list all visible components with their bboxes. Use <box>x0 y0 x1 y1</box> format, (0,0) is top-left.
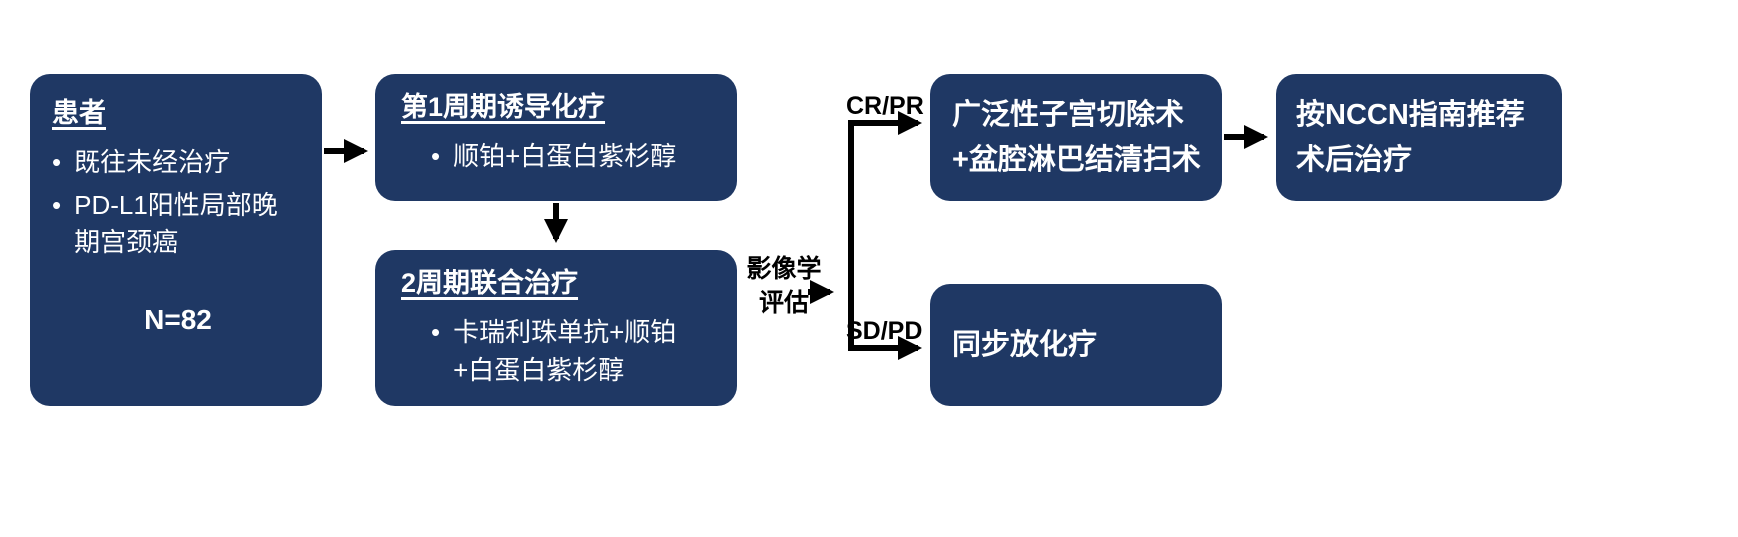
induction-chemo-regimen: 顺铂+白蛋白紫杉醇 <box>401 138 719 176</box>
combination-therapy-regimen-text: 卡瑞利珠单抗+顺铂+白蛋白紫杉醇 <box>453 317 677 385</box>
cr-pr-branch-label: CR/PR <box>846 92 924 120</box>
surgery-box: 广泛性子宫切除术+盆腔淋巴结清扫术 <box>930 74 1222 201</box>
imaging-assessment-label: 影像学评估 <box>746 255 822 317</box>
induction-chemo-regimen-text: 顺铂+白蛋白紫杉醇 <box>453 141 677 172</box>
ccrt-box: 同步放化疗 <box>930 284 1222 406</box>
induction-chemo-title: 第1周期诱导化疗 <box>401 92 606 122</box>
induction-chemo-box: 第1周期诱导化疗 顺铂+白蛋白紫杉醇 <box>375 74 737 201</box>
ccrt-box-text: 同步放化疗 <box>952 328 1098 361</box>
combination-therapy-title: 2周期联合治疗 <box>401 268 579 298</box>
surgery-box-text: 广泛性子宫切除术+盆腔淋巴结清扫术 <box>952 98 1201 176</box>
arrow-branch-cr-pr <box>848 111 922 292</box>
nccn-postop-box-text: 按NCCN指南推荐术后治疗 <box>1296 98 1525 176</box>
combination-therapy-box: 2周期联合治疗 卡瑞利珠单抗+顺铂+白蛋白紫杉醇 <box>375 250 737 406</box>
combination-therapy-regimen: 卡瑞利珠单抗+顺铂+白蛋白紫杉醇 <box>401 314 719 389</box>
patients-sample-size: N=82 <box>144 304 212 336</box>
patients-box-title: 患者 <box>52 98 106 128</box>
patients-box: 患者 既往未经治疗 PD-L1阳性局部晚期宫颈癌 N=82 <box>30 74 322 406</box>
patients-bullet-prior-treatment-text: 既往未经治疗 <box>74 147 231 178</box>
patients-bullet-pdl1-status: PD-L1阳性局部晚期宫颈癌 <box>52 187 304 262</box>
patients-bullet-pdl1-status-text: PD-L1阳性局部晚期宫颈癌 <box>74 189 278 258</box>
arrow-branch-sd-pd <box>848 289 922 360</box>
sd-pd-branch-label: SD/PD <box>846 317 923 345</box>
patients-bullet-prior-treatment: 既往未经治疗 <box>52 144 304 182</box>
nccn-postop-box: 按NCCN指南推荐术后治疗 <box>1276 74 1562 201</box>
